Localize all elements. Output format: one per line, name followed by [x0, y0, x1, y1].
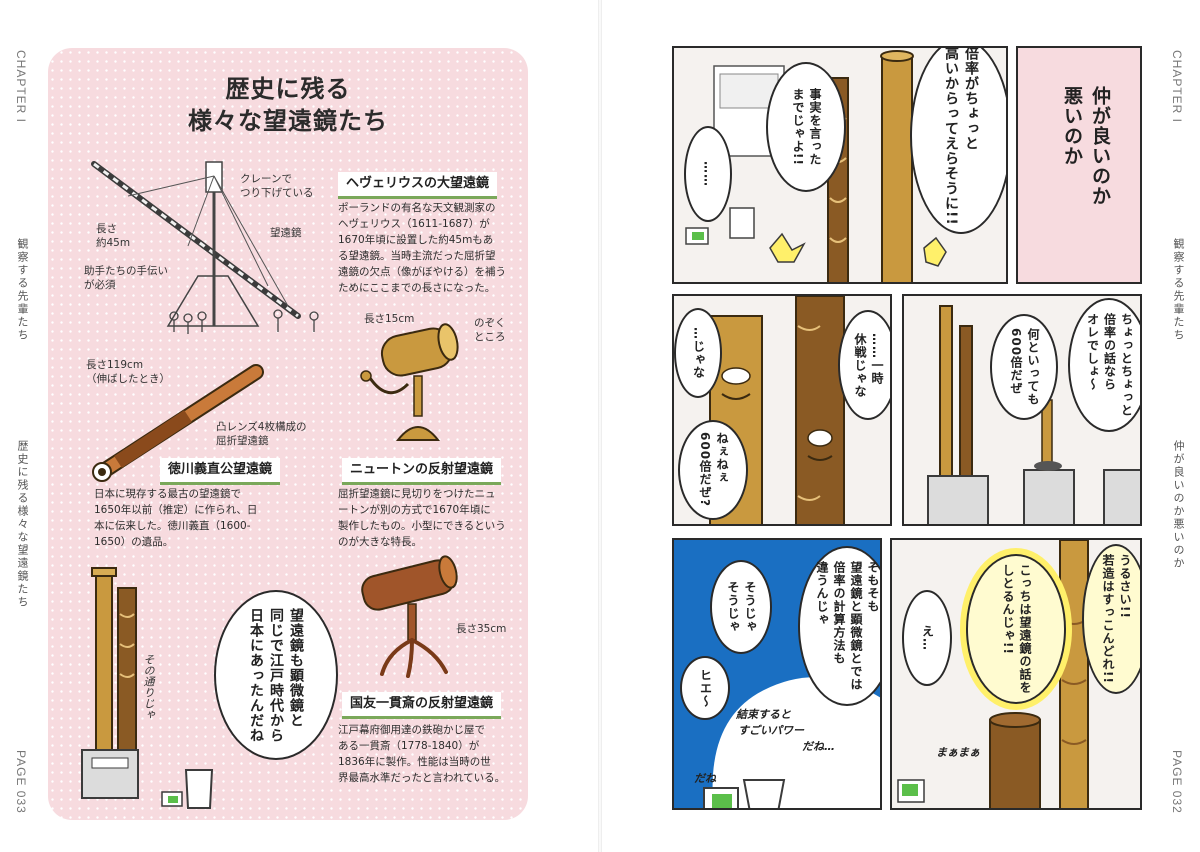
- panel-3-scene: [927, 305, 1140, 524]
- kunitomo-telescope-illustration: [361, 555, 458, 678]
- caption-crane-2: つり下げている: [240, 187, 314, 199]
- newton-telescope-illustration: [360, 323, 459, 441]
- caption-lens-1: 凸レンズ4枚構成の: [216, 421, 307, 433]
- speech-bubble-p5-2: こっちは望遠鏡の話を しとるんじゃ!!: [966, 554, 1066, 704]
- left-running-head-1: 観察する先輩たち: [16, 238, 29, 342]
- panel-4-scene: [703, 677, 880, 808]
- section-title-tokugawa: 徳川義直公望遠鏡: [160, 458, 281, 485]
- speech-bubble-p2-2: ……一時 休戦じゃな: [838, 310, 890, 420]
- panel-title-line2: 様々な望遠鏡たち: [188, 107, 388, 135]
- speech-bubble-p4-1: そもそも 望遠鏡と顕微鏡とでは 倍率の計算方法も 違うんじゃ: [798, 546, 880, 706]
- section-title-newton: ニュートンの反射望遠鏡: [342, 458, 502, 485]
- speech-bubble-p2-1: …じゃな: [674, 308, 722, 398]
- right-running-head-1: 観察する先輩たち: [1172, 238, 1185, 342]
- left-running-head-2: 歴史に残る様々な望遠鏡たち: [16, 440, 29, 609]
- caption-lens-2: 屈折望遠鏡: [216, 435, 269, 447]
- caption-scope: 望遠鏡: [270, 227, 302, 239]
- caption-length-2: 約45m: [96, 237, 131, 249]
- hand-note-sonotouri: その通りじゃ: [142, 654, 155, 720]
- right-page-number: PAGE 032: [1170, 750, 1184, 814]
- caption-newton-length: 長さ15cm: [364, 313, 415, 325]
- tokugawa-description: 日本に現存する最古の望遠鏡で 1650年以前（推定）に作られ、日 本に伝来した。…: [94, 488, 258, 548]
- speech-bubble-p1-2: 事実を言った までじゃよ!!: [766, 62, 846, 192]
- speech-bubble-p4-2: そうじゃ そうじゃ: [710, 560, 772, 654]
- newton-description: 屈折望遠鏡に見切りをつけたニュ ートンが別の方式で1670年頃に 製作したもの。…: [338, 488, 506, 548]
- left-page-number: PAGE 033: [14, 750, 28, 814]
- telescope-info-panel: 歴史に残る 様々な望遠鏡たち クレーンで つり下げている 長さ 約45m 望: [48, 48, 528, 820]
- page-gutter: [598, 0, 602, 852]
- manga-panel-2: …じゃな ……一時 休戦じゃな ねぇねぇ 600倍だぜ?: [672, 294, 892, 526]
- section-title-hevelius: ヘヴェリウスの大望遠鏡: [338, 172, 498, 199]
- speech-bubble-p1-1: 倍率がちょっと 高いからってえらそうに!!: [910, 48, 1006, 234]
- mascot-telescopes-illustration: [81, 567, 214, 809]
- caption-help-1: 助手たちの手伝い: [84, 265, 168, 277]
- hand-note-dane2: だね: [694, 772, 716, 785]
- caption-tokugawa-length-2: （伸ばしたとき）: [86, 373, 170, 385]
- speech-bubble-edo: 望遠鏡も顕微鏡と 同じで江戸時代から 日本にあったんだね: [214, 590, 338, 760]
- hand-note-power: すごいパワー: [738, 724, 804, 737]
- panel-title-line1: 歴史に残る: [225, 75, 351, 103]
- caption-length-1: 長さ: [96, 223, 117, 235]
- speech-bubble-p3-2: 何といっても 600倍だぜ: [990, 314, 1058, 420]
- tokugawa-telescope-illustration: [92, 364, 264, 482]
- speech-bubble-p5-1: うるさい!! 若造はすっこんどれ!!: [1082, 544, 1140, 694]
- hevelius-description: ポーランドの有名な天文観測家の ヘヴェリウス（1611-1687）が 1670年…: [338, 202, 506, 294]
- caption-peek-2: ところ: [474, 331, 506, 343]
- speech-bubble-p1-3: ……: [684, 126, 732, 222]
- title-box-panel: 仲が良いのか 悪いのか: [1016, 46, 1142, 284]
- manga-panel-5: うるさい!! 若造はすっこんどれ!! こっちは望遠鏡の話を しとるんじゃ!! え…: [890, 538, 1142, 810]
- right-running-head-2: 仲が良いのか悪いのか: [1172, 440, 1185, 570]
- caption-crane-1: クレーンで: [240, 173, 292, 185]
- manga-panel-1: 倍率がちょっと 高いからってえらそうに!! 事実を言った までじゃよ!! ……: [672, 46, 1008, 284]
- speech-bubble-p3-1: ちょっとちょっと 倍率の話なら オレでしょ〜: [1068, 298, 1140, 432]
- speech-bubble-p2-3: ねぇねぇ 600倍だぜ?: [678, 420, 748, 520]
- caption-kunitomo-length: 長さ35cm: [456, 623, 507, 635]
- hevelius-telescope-illustration: [91, 161, 319, 334]
- manga-panel-3: ちょっとちょっと 倍率の話なら オレでしょ〜 何といっても 600倍だぜ: [902, 294, 1142, 526]
- hand-note-dane1: だね…: [802, 740, 835, 753]
- hand-note-kessoku: 結束すると: [736, 708, 791, 721]
- title-box-text: 仲が良いのか 悪いのか: [1061, 86, 1111, 206]
- speech-bubble-p4-3: ヒエ〜: [680, 656, 730, 720]
- caption-tokugawa-length-1: 長さ119cm: [86, 359, 144, 371]
- caption-help-2: が必須: [84, 279, 116, 291]
- speech-bubble-p5-3: え…: [902, 590, 952, 686]
- kunitomo-description: 江戸幕府御用達の鉄砲かじ屋で ある一貫斎（1778-1840）が 1836年に製…: [338, 724, 506, 784]
- panel-5-scene: [897, 540, 1089, 808]
- right-chapter-label: CHAPTER I: [1170, 50, 1184, 124]
- hand-note-maamaa: まぁまぁ: [936, 746, 980, 759]
- left-chapter-label: CHAPTER I: [14, 50, 28, 124]
- section-title-kunitomo: 国友一貫斎の反射望遠鏡: [342, 692, 502, 719]
- manga-panel-4: そもそも 望遠鏡と顕微鏡とでは 倍率の計算方法も 違うんじゃ そうじゃ そうじゃ…: [672, 538, 882, 810]
- caption-peek-1: のぞく: [474, 317, 506, 329]
